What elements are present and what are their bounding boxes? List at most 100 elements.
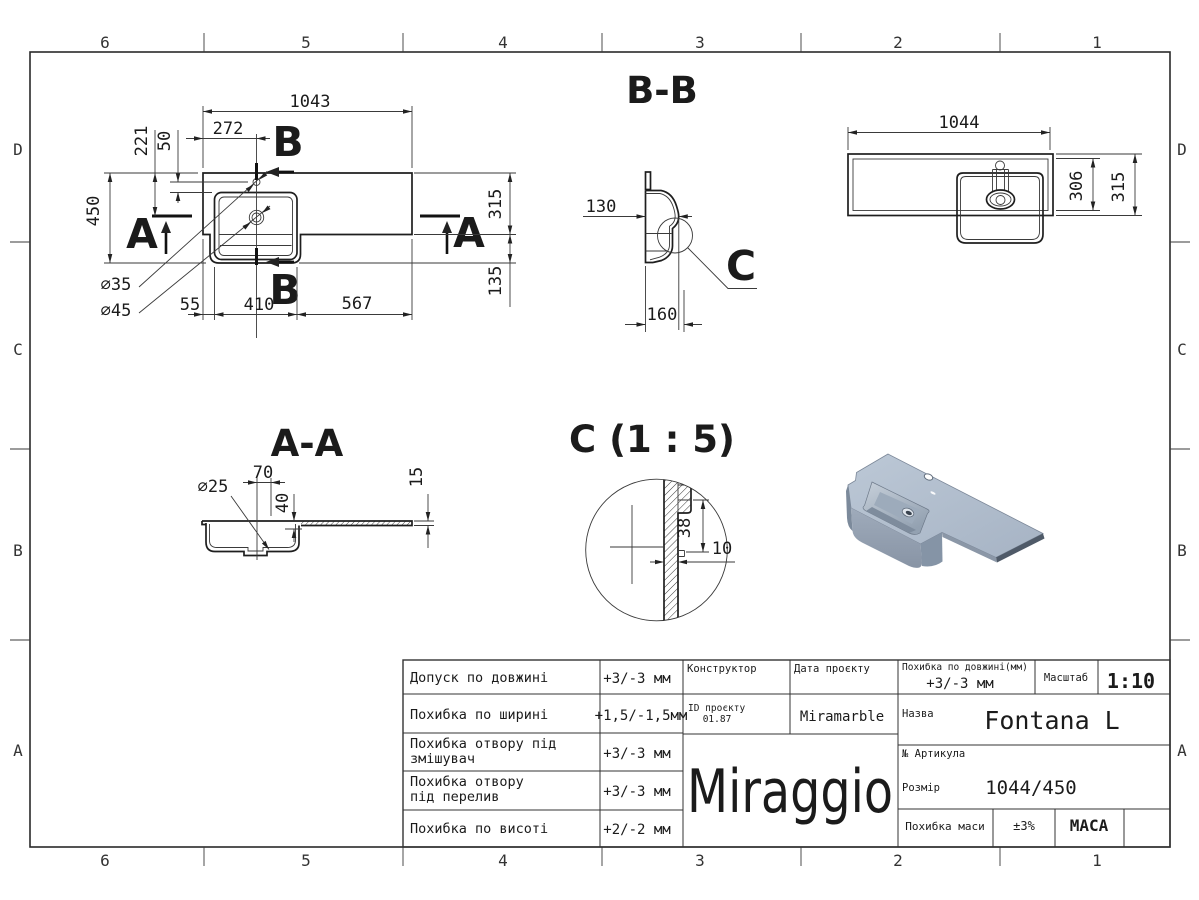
material-name: Miramarble [800,709,884,725]
svg-text:70: 70 [253,463,273,483]
tol-label: Похибка отвору [410,774,524,790]
svg-text:410: 410 [244,295,275,315]
tol-value: +3/-3 мм [603,671,671,687]
svg-text:55: 55 [180,295,200,315]
dim-plan-faucet-x: 272 [186,119,270,141]
svg-text:315: 315 [1109,172,1129,203]
grid-col: 4 [498,851,508,870]
product-name: Fontana L [984,706,1119,735]
section-mark-a: A [126,210,158,258]
tol-label: змішувач [410,751,475,767]
date-label: Дата проєкту [794,663,870,675]
dim-plan-faucet-gap: 50 [155,130,248,203]
dim-plan-depth: 450 [84,172,206,264]
grid-col: 3 [695,851,705,870]
grid-col: 2 [893,33,903,52]
front-overflow-outer [985,189,1016,210]
grid-labels-right: D C B A [1177,140,1187,760]
grid-col: 5 [301,33,311,52]
size-label: Розмір [902,782,940,794]
dim-aa-70: 70 [243,463,285,516]
svg-text:160: 160 [647,305,678,325]
tol-label: Похибка отвору під [410,736,556,752]
svg-text:15: 15 [407,467,427,487]
constructor-label: Конструктор [687,663,757,675]
iso-slab-right-edge [996,533,1045,563]
aa-bowl-outer [205,523,300,557]
dim-front-306: 306 [1056,158,1100,211]
front-basin-inner [960,176,1040,240]
svg-text:306: 306 [1067,171,1087,202]
section-bb-profile [644,171,680,264]
leader-drain-dia: ∅45 [101,205,271,321]
detail-c-circle-mark [657,217,693,254]
svg-text:567: 567 [342,294,373,314]
dim-plan-chain: 55 410 567 [180,239,413,320]
tol-label: Похибка по ширині [410,707,548,723]
svg-text:1043: 1043 [290,92,331,112]
iso-faucet-hole [923,473,934,481]
svg-text:315: 315 [486,189,506,220]
dim-front-315: 315 [1056,153,1142,216]
dim-bb-130: 130 [583,197,692,330]
title-block: Допуск по довжині +3/-3 мм Похибка по ши… [402,659,1171,848]
svg-text:221: 221 [132,126,152,157]
grid-row: C [1177,340,1187,359]
grid-row: C [13,340,23,359]
dim-front-width: 1044 [847,113,1051,150]
plan-basin-inner [218,196,293,256]
aa-plate [201,520,413,527]
detail-c-title: C (1 : 5) [569,418,735,461]
grid-row: A [1177,741,1187,760]
dim-plan-right: 315 135 [299,172,516,307]
iso-slab-front-edge [942,532,997,563]
length-tol-value: +3/-3 мм [926,676,994,692]
section-mark-a: A [453,209,485,257]
plan-outline [202,172,413,264]
section-aa-view: A-A 70 ∅25 40 15 [198,422,434,560]
dim-aa-40: 40 [273,493,302,542]
tol-value: +1,5/-1,5мм [595,708,688,724]
detail-c-label: C [726,242,756,290]
leader-faucet-dia: ∅35 [101,171,268,295]
tol-value: +3/-3 мм [603,746,671,762]
iso-bowl-near-wall [866,507,916,533]
size-value: 1044/450 [985,777,1077,799]
front-view: 1044 306 315 [847,113,1142,244]
dim-plan-width: 1043 [202,92,413,168]
mass-label: МАСА [1070,816,1109,835]
tolerance-rows: Допуск по довжині +3/-3 мм Похибка по ши… [410,670,688,838]
svg-text:135: 135 [486,266,506,297]
grid-col: 3 [695,33,705,52]
grid-col: 2 [893,851,903,870]
svg-text:1044: 1044 [939,113,980,133]
dim-c-10: 10 [650,539,735,565]
aa-plate-hatch [301,521,412,526]
detail-c-content [610,479,692,621]
front-body-outer [847,153,1054,217]
svg-text:∅25: ∅25 [198,477,229,497]
dim-plan-drain-y: 221 [132,126,158,216]
iso-block-left-face [846,485,853,531]
svg-text:10: 10 [712,539,732,559]
section-mark-b: B [269,266,300,314]
project-id-label: ID проєкту [688,703,745,714]
svg-text:∅35: ∅35 [101,275,132,295]
grid-row: B [1177,541,1187,560]
grid-col: 6 [100,851,110,870]
iso-3d-view [846,453,1045,568]
tol-value: +3/-3 мм [603,784,671,800]
mass-tol-label: Похибка маси [905,820,984,833]
iso-block-right-face [920,532,943,567]
article-label: № Артикула [902,748,965,760]
aa-bowl-inner [209,524,296,552]
project-id-value: 01.87 [703,714,732,725]
brand-logo: Miraggio [687,757,893,827]
grid-row: D [1177,140,1187,159]
plan-view: B B A A 1043 272 221 50 450 55 410 567 [84,92,516,338]
svg-text:38: 38 [675,518,695,538]
grid-row: D [13,140,23,159]
section-bb-view: B-B C 130 160 [583,69,757,332]
svg-text:272: 272 [213,119,244,139]
